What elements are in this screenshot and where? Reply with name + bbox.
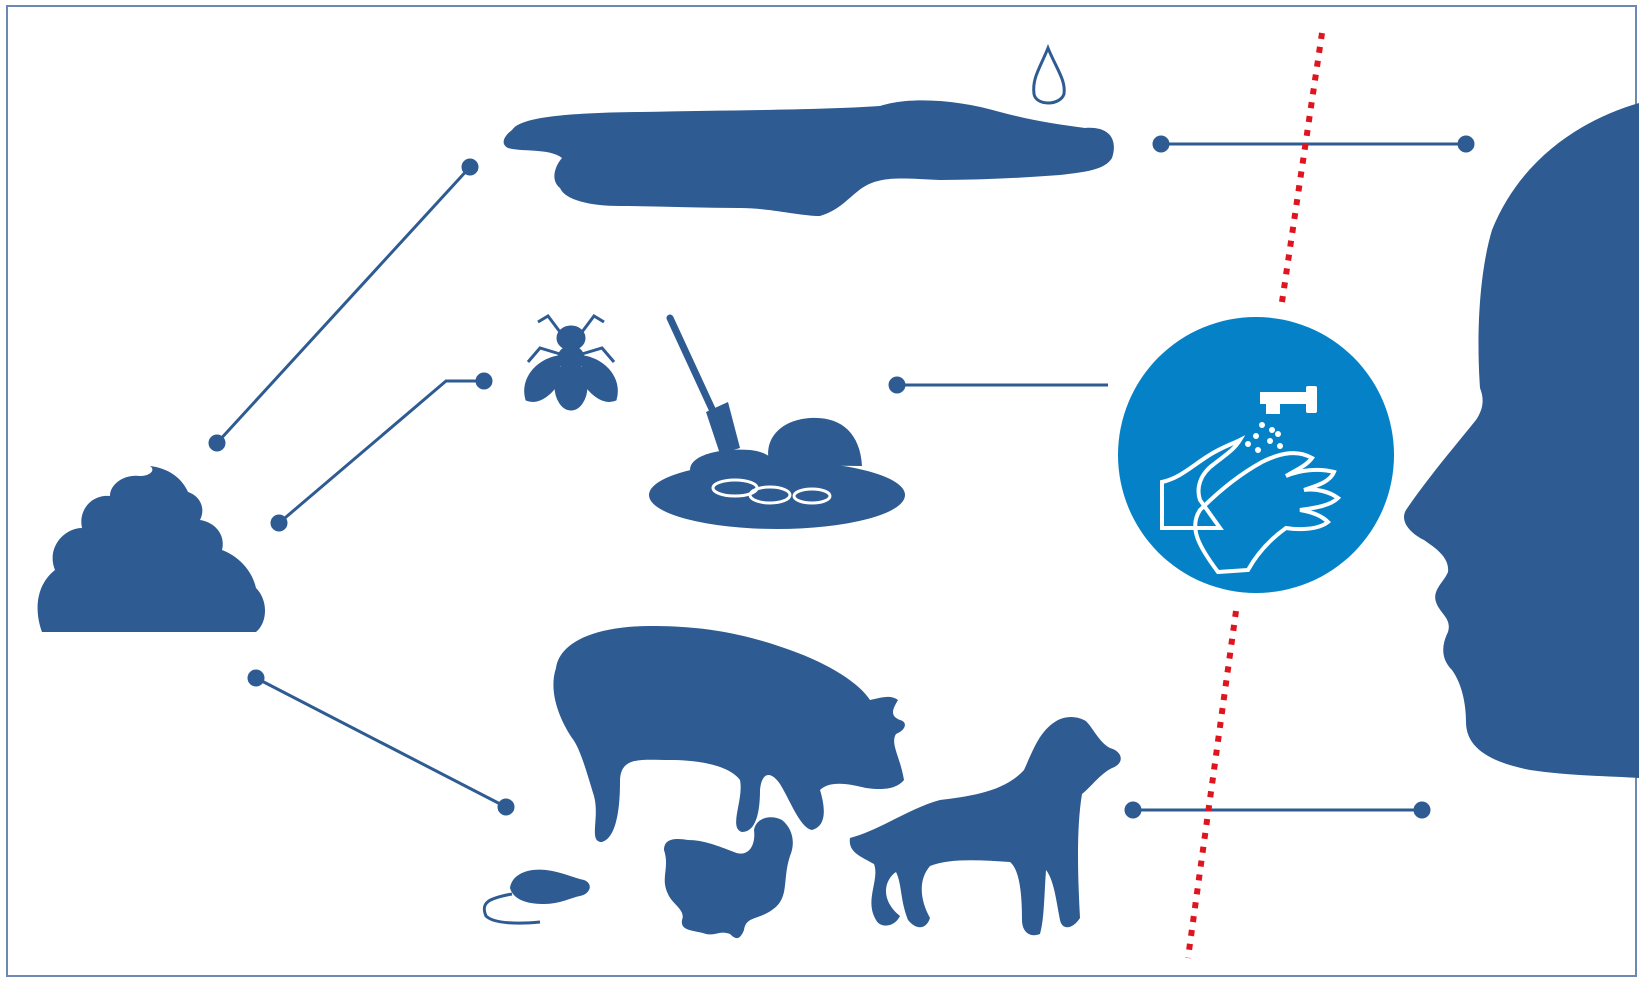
rat-icon <box>510 870 590 904</box>
barrier-upper-segment <box>1282 33 1322 302</box>
pig-icon <box>553 626 905 842</box>
fly-icon <box>525 316 618 410</box>
connector-feces-animals <box>249 671 513 814</box>
connector-animals-person <box>1126 803 1429 817</box>
connector-feces-water <box>210 160 477 450</box>
connector-water-person <box>1154 137 1473 151</box>
feces-icon <box>38 466 265 632</box>
water-drop-icon <box>1034 48 1065 103</box>
barrier-lower-segment <box>1188 611 1236 958</box>
connector-food-handwash <box>890 378 1108 392</box>
connector-feces-fly <box>272 374 491 530</box>
human-head-icon <box>1404 103 1639 778</box>
handwashing-sign-icon <box>1118 317 1394 593</box>
water-puddle-icon <box>504 100 1114 216</box>
food-plate-icon <box>649 318 905 529</box>
chicken-icon <box>664 817 793 938</box>
